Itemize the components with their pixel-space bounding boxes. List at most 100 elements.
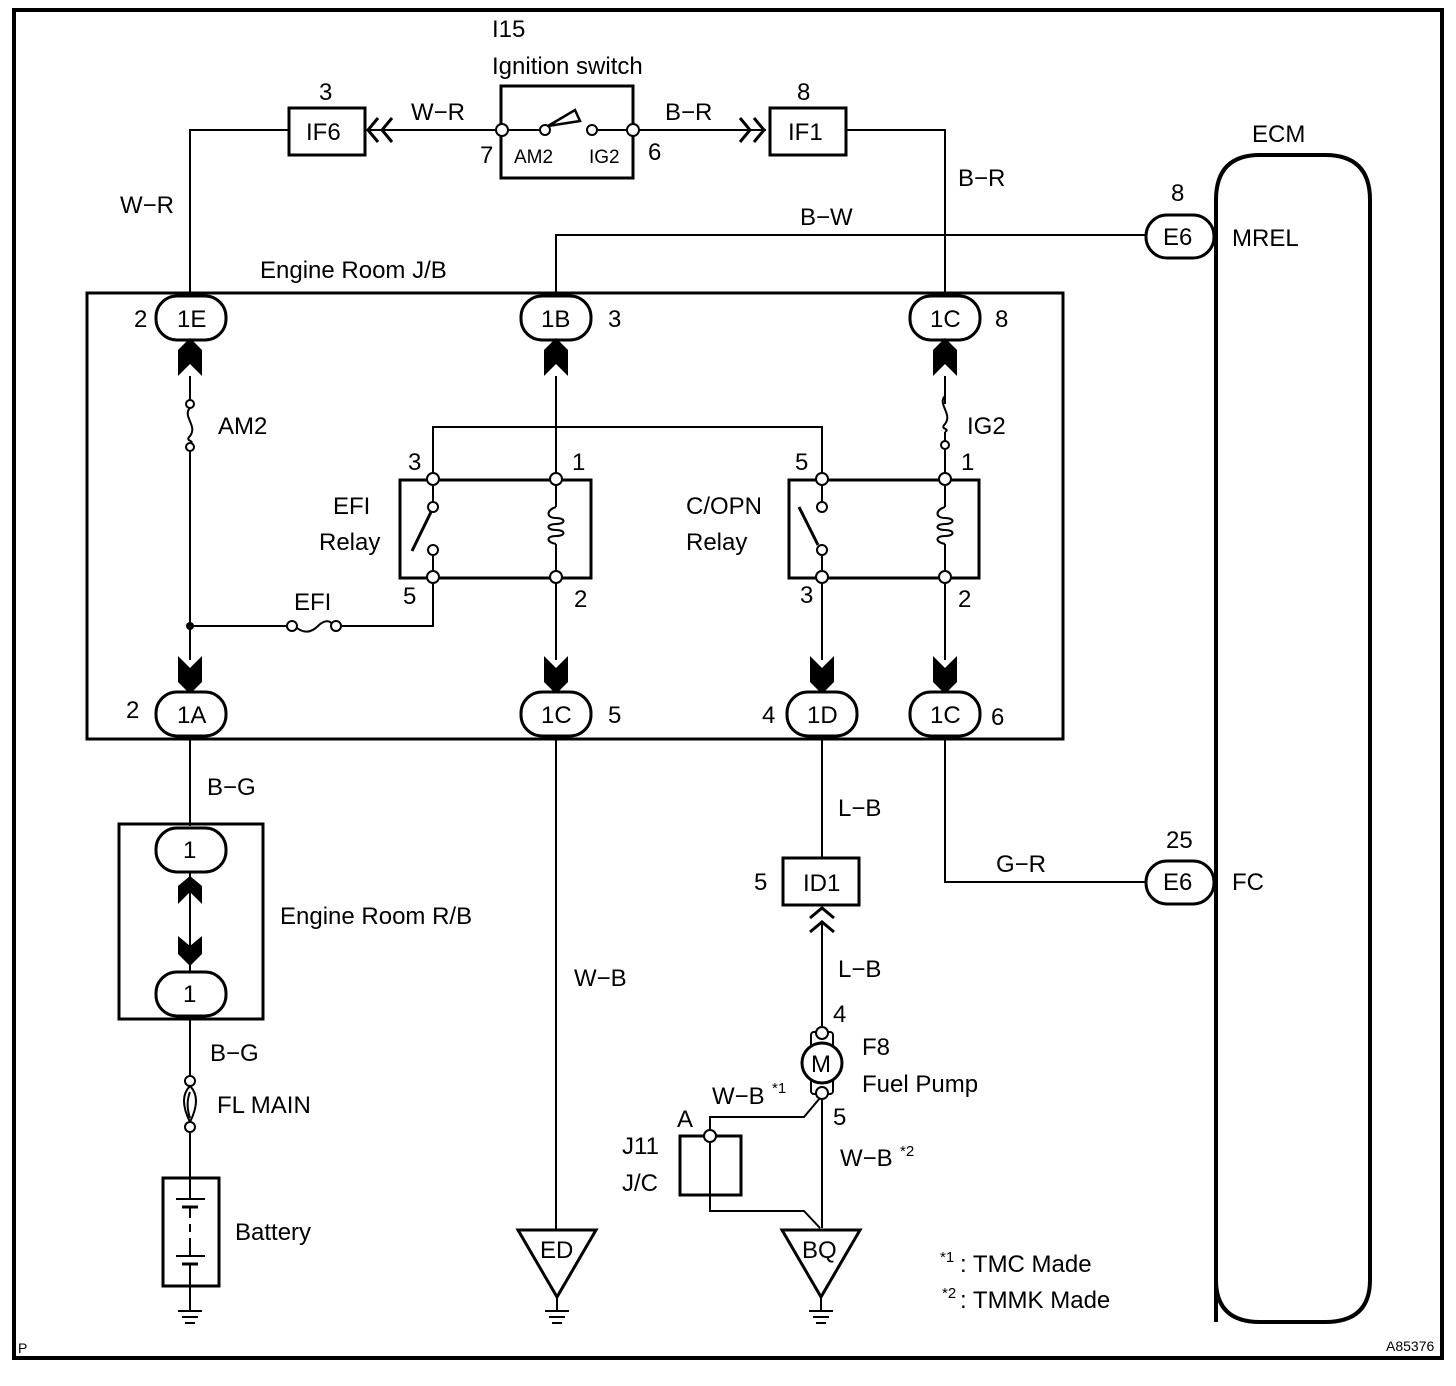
connector-arrow-icon	[738, 117, 752, 143]
engine-room-rb: 1 1 Engine Room R/B	[117, 822, 472, 1021]
footnotes: *1 : TMC Made *2 : TMMK Made	[940, 1249, 1110, 1314]
jb-terminal-1a	[154, 690, 228, 738]
svg-text:J/C: J/C	[622, 1170, 658, 1197]
svg-text:*1: *1	[940, 1249, 954, 1266]
svg-text:A: A	[677, 1106, 693, 1133]
junction-connector-j11: A J11 J/C	[622, 1106, 821, 1229]
wire-label: B−R	[958, 165, 1005, 192]
efi-relay: 3 1 5 2 EFI Relay	[319, 376, 823, 660]
switch-lever-icon	[547, 108, 582, 128]
svg-text:1D: 1D	[807, 702, 838, 729]
svg-text:3: 3	[800, 582, 813, 609]
rb-name: Engine Room R/B	[280, 903, 472, 930]
svg-text:1C: 1C	[930, 306, 961, 333]
chevron-up-icon	[178, 876, 202, 904]
svg-text:FL MAIN: FL MAIN	[217, 1092, 311, 1119]
svg-text:F8: F8	[862, 1034, 890, 1061]
ecm-box	[1214, 153, 1372, 1324]
relay-switch-icon	[410, 511, 433, 552]
fuel-pump: 4 M F8 Fuel Pump 5	[800, 1001, 978, 1131]
ecm-name: ECM	[1252, 121, 1305, 148]
wire-note: *2	[900, 1143, 914, 1160]
copn-relay: IG2 5 1 3 2 C/OPN Relay	[686, 376, 1006, 660]
svg-text:1: 1	[183, 837, 196, 864]
svg-text:Relay: Relay	[686, 529, 747, 556]
figure-id: A85376	[1386, 1338, 1434, 1354]
svg-text:8: 8	[797, 79, 810, 106]
wire-label: B−R	[665, 99, 712, 126]
fuse-am2-icon	[186, 407, 194, 445]
svg-text:8: 8	[995, 306, 1008, 333]
svg-text:1E: 1E	[177, 306, 206, 333]
svg-text:C/OPN: C/OPN	[686, 493, 762, 520]
svg-text:ED: ED	[540, 1237, 573, 1264]
svg-text:3: 3	[608, 306, 621, 333]
svg-text:25: 25	[1166, 827, 1193, 854]
chevron-down-icon	[178, 656, 202, 694]
ignition-pin-6: 6	[648, 139, 661, 166]
svg-text:1A: 1A	[177, 702, 206, 729]
relay-switch-icon	[797, 506, 820, 546]
engine-room-jb: Engine Room J/B 1E 2 1B 3 1C 8 AM2 EFI	[85, 257, 1065, 741]
ignition-contact-ig2: IG2	[589, 147, 620, 168]
fuse-efi-icon	[296, 620, 333, 633]
ground-bq: BQ	[779, 1228, 863, 1324]
svg-text:1: 1	[961, 449, 974, 476]
relay-coil-icon	[936, 506, 954, 545]
svg-text:Fuel Pump: Fuel Pump	[862, 1071, 978, 1098]
svg-text:*2: *2	[942, 1285, 956, 1302]
chevron-down-icon	[810, 656, 834, 694]
chevron-up-icon	[933, 338, 957, 376]
corner-mark: P	[18, 1340, 27, 1356]
svg-text:: TMC Made: : TMC Made	[960, 1251, 1092, 1278]
svg-text:IF6: IF6	[306, 119, 341, 146]
svg-text:IF1: IF1	[788, 119, 823, 146]
wire-label: B−W	[800, 204, 853, 231]
svg-text:1: 1	[572, 449, 585, 476]
svg-text:E6: E6	[1163, 869, 1192, 896]
svg-text:2: 2	[958, 586, 971, 613]
ignition-switch-name: Ignition switch	[492, 53, 643, 80]
wire-label: W−B	[712, 1083, 765, 1110]
ground-ed: ED	[515, 1228, 599, 1324]
svg-text:AM2: AM2	[218, 413, 267, 440]
wire-label: B−G	[207, 774, 256, 801]
svg-text:BQ: BQ	[802, 1237, 837, 1264]
svg-text:M: M	[811, 1051, 831, 1078]
ignition-switch: I15 Ignition switch 7 6 AM2 IG2	[480, 16, 661, 180]
connector-id1: ID1 5	[754, 856, 861, 934]
svg-text:ID1: ID1	[803, 870, 840, 897]
chevron-down-icon	[544, 656, 568, 694]
svg-text:2: 2	[574, 586, 587, 613]
efi-relay-box	[398, 478, 593, 580]
fuse-ig2-icon	[941, 395, 949, 433]
svg-text:Relay: Relay	[319, 529, 380, 556]
svg-text:1C: 1C	[541, 702, 572, 729]
wire-label: W−B	[574, 965, 627, 992]
wire-label: W−R	[120, 192, 174, 219]
ignition-switch-code: I15	[492, 16, 525, 43]
wire-label: W−B	[840, 1145, 893, 1172]
relay-coil-icon	[547, 506, 565, 545]
svg-text:1C: 1C	[930, 702, 961, 729]
svg-text:3: 3	[408, 449, 421, 476]
wire-label: W−R	[411, 99, 465, 126]
wire-label: G−R	[996, 851, 1046, 878]
wire-label: L−B	[838, 956, 881, 983]
svg-text:5: 5	[795, 449, 808, 476]
wire-fc	[944, 739, 1146, 883]
copn-relay-box	[787, 478, 981, 580]
connector-arrow-icon	[809, 906, 835, 920]
jb-name: Engine Room J/B	[260, 257, 447, 284]
svg-text:EFI: EFI	[294, 589, 331, 616]
ignition-pin-7: 7	[480, 142, 493, 169]
svg-text:IG2: IG2	[967, 413, 1006, 440]
svg-text:J11: J11	[622, 1133, 659, 1160]
diagram-frame	[12, 8, 1444, 1360]
motor-icon	[800, 1041, 844, 1085]
svg-text:6: 6	[991, 704, 1004, 731]
connector-if6: IF6 3 W−R W−R	[120, 79, 496, 296]
chevron-up-icon	[178, 338, 202, 376]
fusible-link-icon	[183, 1084, 197, 1125]
fl-main-fuse: FL MAIN	[183, 1075, 311, 1133]
